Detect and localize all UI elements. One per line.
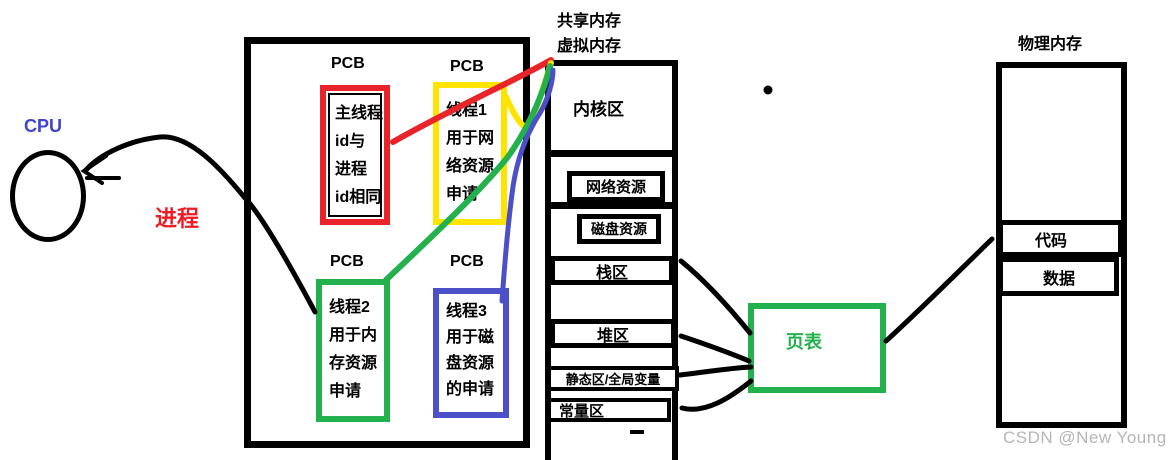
disk-resource-section: 磁盘资源 xyxy=(577,214,661,244)
ink-dot xyxy=(763,85,773,95)
pcb-thread3-line1: 线程3 xyxy=(446,303,487,320)
pcb-thread3-box: 线程3 用于磁 盘资源 的申请 xyxy=(433,288,509,418)
bottom-dash-mark xyxy=(630,430,644,434)
page-table-box: 页表 xyxy=(748,303,886,393)
pcb-main-line3: 进程 xyxy=(335,161,368,178)
pcb-main-line1: 主线程 xyxy=(335,105,384,122)
pcb-thread2-title: PCB xyxy=(330,253,364,270)
kernel-area-label: 内核区 xyxy=(573,100,624,119)
data-section: 数据 xyxy=(998,257,1119,296)
pcb-thread3-title: PCB xyxy=(450,253,484,270)
page-table-label: 页表 xyxy=(786,332,822,352)
pcb-thread3-line4: 的申请 xyxy=(446,381,495,398)
constant-area-section: 常量区 xyxy=(547,398,671,422)
process-label: 进程 xyxy=(155,206,200,231)
vm-divider xyxy=(545,202,678,209)
pcb-thread2-line4: 申请 xyxy=(329,383,362,400)
pcb-thread3-line3: 盘资源 xyxy=(446,355,495,372)
pcb-thread1-box: 线程1 用于网 络资源 申请 xyxy=(433,82,507,225)
pcb-thread2-line3: 存资源 xyxy=(329,355,378,372)
pcb-main-line2: id与 xyxy=(335,133,366,150)
heap-area-section: 堆区 xyxy=(550,319,676,348)
heap-to-pagetable-line xyxy=(678,333,752,364)
static-to-pagetable-line xyxy=(677,364,754,378)
arrowhead-icon xyxy=(80,154,108,185)
shared-memory-label: 共享内存 xyxy=(557,13,622,30)
pcb-main-line4: id相同 xyxy=(335,189,382,206)
pcb-thread1-line2: 用于网 xyxy=(446,130,495,147)
pcb-thread2-line1: 线程2 xyxy=(329,299,370,316)
pcb-thread1-title: PCB xyxy=(450,58,484,75)
stack-area-section: 栈区 xyxy=(550,256,674,285)
pcb-thread1-line4: 申请 xyxy=(446,186,479,203)
constant-to-pagetable-line xyxy=(679,378,754,412)
cpu-label: CPU xyxy=(24,116,63,136)
pcb-main-title: PCB xyxy=(331,55,365,72)
pcb-thread1-line1: 线程1 xyxy=(446,102,487,119)
virtual-memory-label: 虚拟内存 xyxy=(557,38,622,55)
pcb-thread2-box: 线程2 用于内 存资源 申请 xyxy=(316,279,390,422)
pcb-main-text: 主线程 id与 进程 id相同 xyxy=(328,93,384,217)
cpu-circle xyxy=(10,150,86,242)
pcb-thread2-line2: 用于内 xyxy=(329,327,378,344)
static-global-section: 静态区/全局变量 xyxy=(547,366,679,391)
stack-to-pagetable-line xyxy=(678,258,753,336)
vm-divider xyxy=(545,150,678,157)
network-resource-section: 网络资源 xyxy=(567,171,665,202)
physical-memory-title: 物理内存 xyxy=(1018,36,1083,53)
code-section: 代码 xyxy=(998,220,1123,257)
pcb-thread3-line2: 用于磁 xyxy=(446,329,495,346)
pcb-main-box: 主线程 id与 进程 id相同 xyxy=(320,85,390,225)
pcb-thread1-line3: 络资源 xyxy=(446,158,495,175)
watermark-text: CSDN @New Young xyxy=(1003,428,1167,447)
pagetable-to-physical-line xyxy=(883,236,995,344)
